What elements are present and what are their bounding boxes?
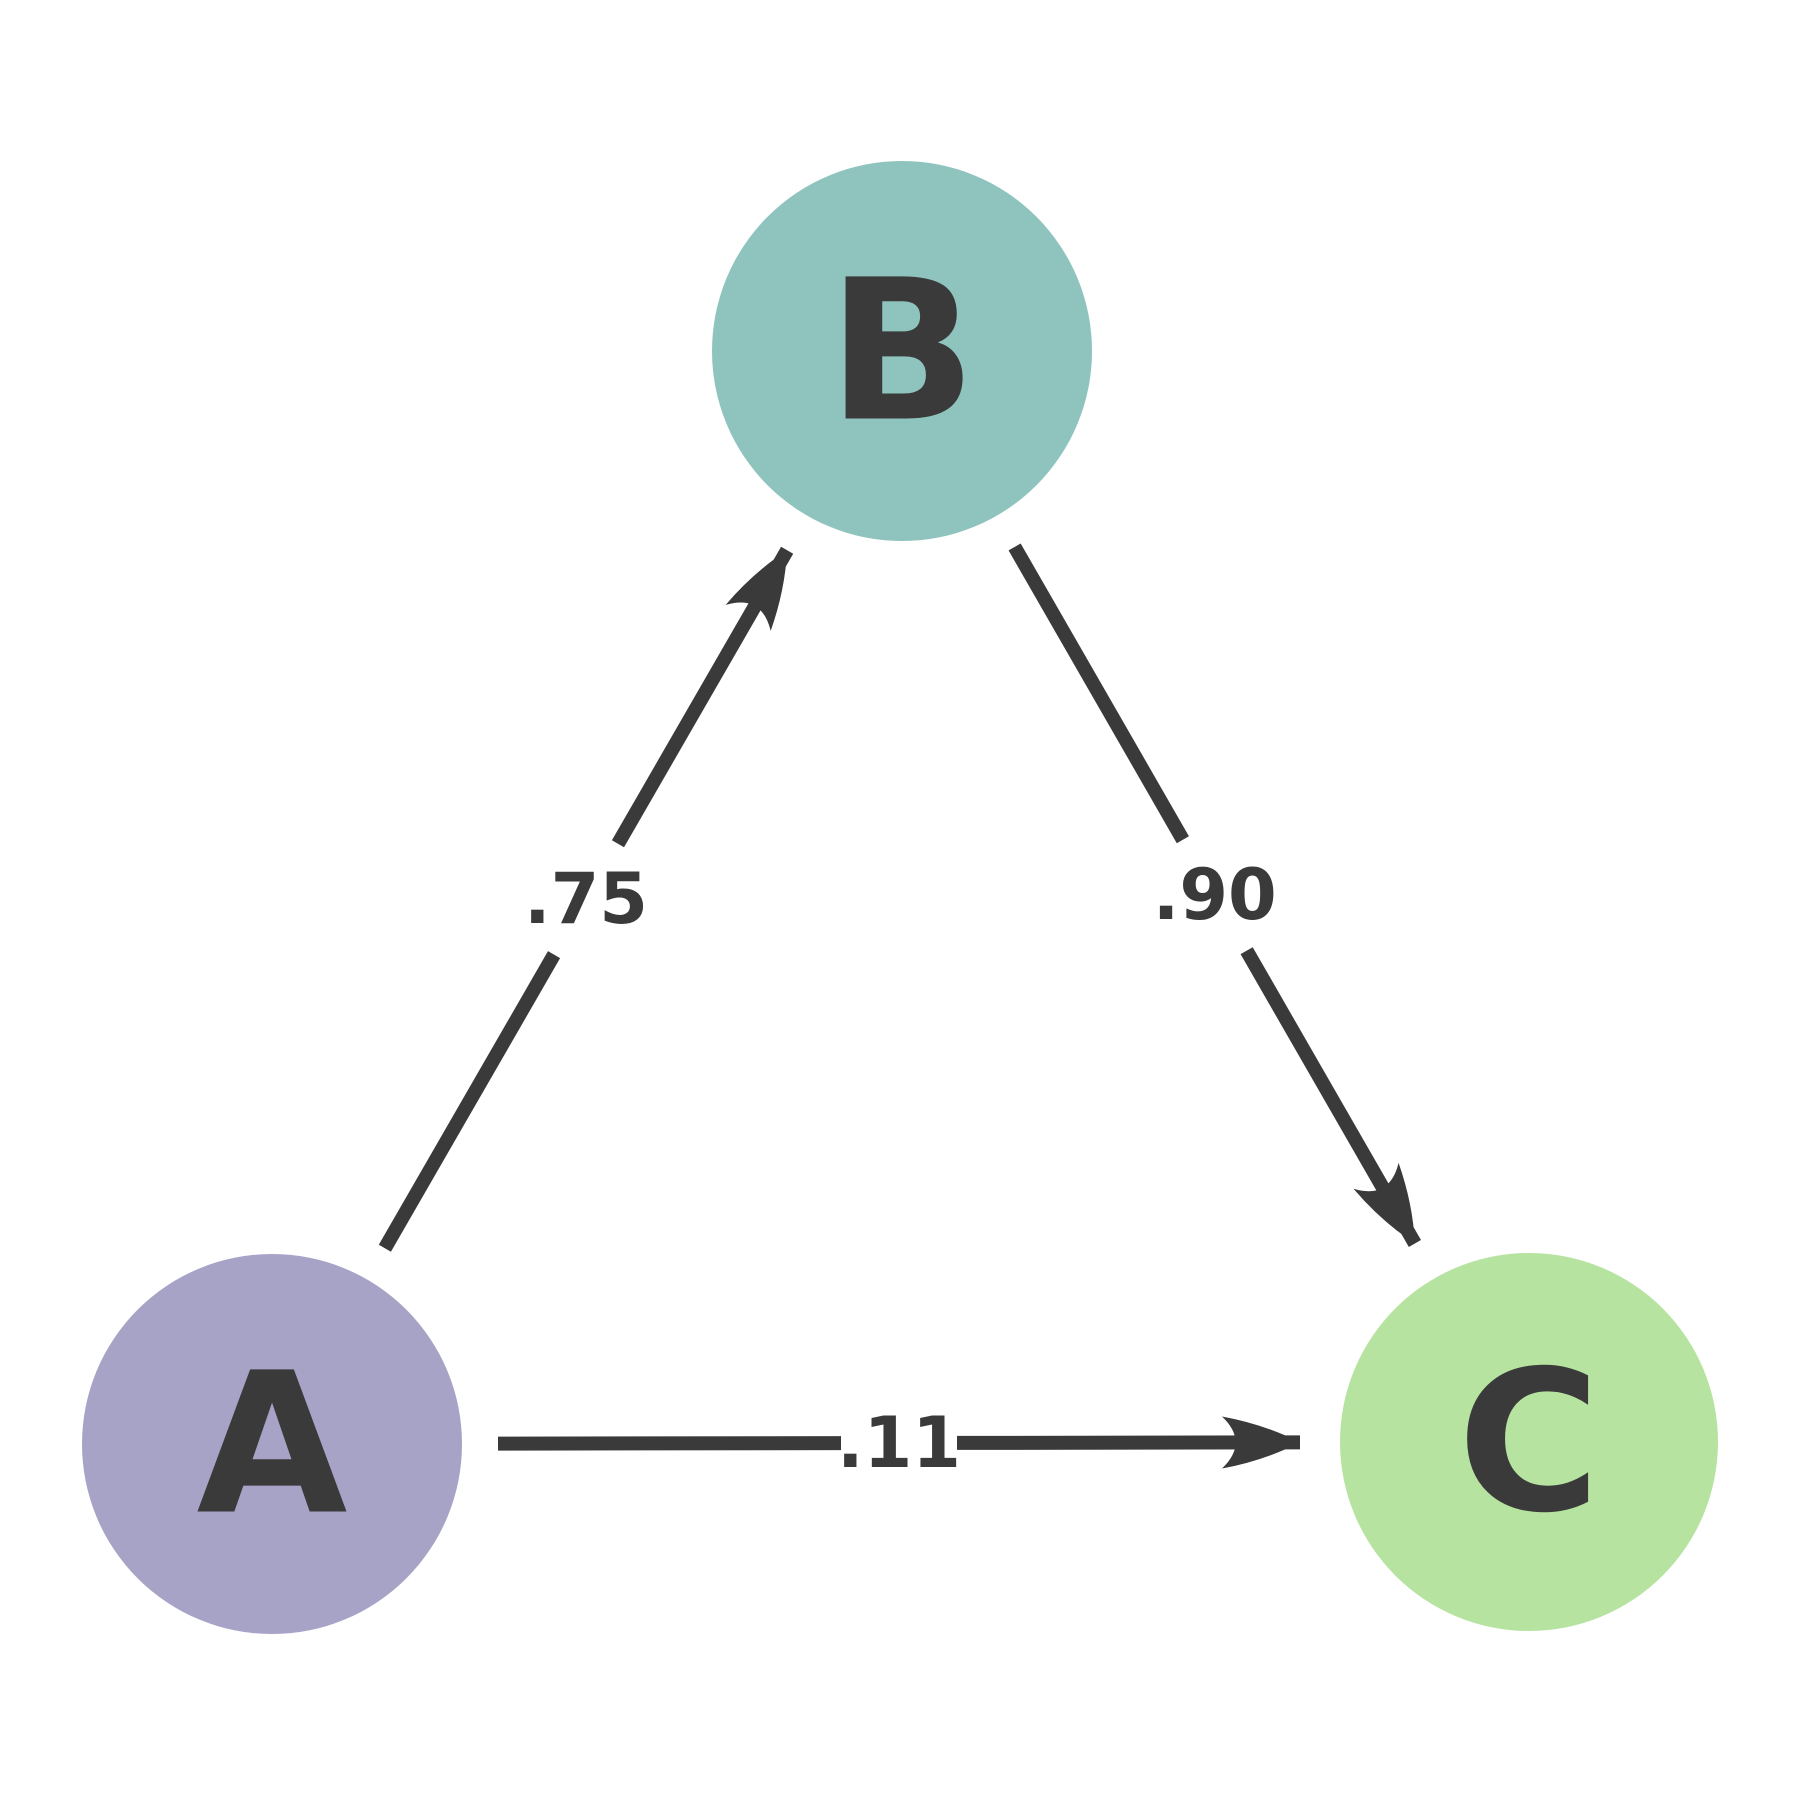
node-a: A bbox=[82, 1254, 462, 1634]
edge-a-to-b-shaft-start bbox=[378, 951, 561, 1252]
node-b-circle bbox=[712, 161, 1092, 541]
edge-b-to-c-shaft-start bbox=[1008, 543, 1189, 844]
node-c-circle bbox=[1340, 1253, 1718, 1631]
edge-a-to-c-shaft-end bbox=[956, 1416, 1301, 1469]
edge-b-to-c-weight: .90 bbox=[1153, 854, 1277, 936]
node-c: C bbox=[1340, 1253, 1718, 1631]
node-a-circle bbox=[82, 1254, 462, 1634]
node-b: B bbox=[712, 161, 1092, 541]
node-a-label: A bbox=[197, 1331, 348, 1558]
edge-a-to-b: .75 bbox=[378, 546, 794, 1252]
edge-a-to-b-shaft-end bbox=[611, 546, 794, 848]
edge-a-to-c: .11 bbox=[497, 1402, 1301, 1484]
edge-a-to-b-weight: .75 bbox=[524, 858, 648, 940]
edge-a-to-c-shaft-start bbox=[497, 1436, 842, 1451]
node-c-label: C bbox=[1457, 1329, 1600, 1556]
edge-b-to-c: .90 bbox=[1008, 543, 1421, 1247]
edge-b-to-c-shaft-end bbox=[1240, 947, 1421, 1247]
edge-a-to-c-weight: .11 bbox=[837, 1402, 961, 1484]
node-b-label: B bbox=[828, 238, 977, 465]
